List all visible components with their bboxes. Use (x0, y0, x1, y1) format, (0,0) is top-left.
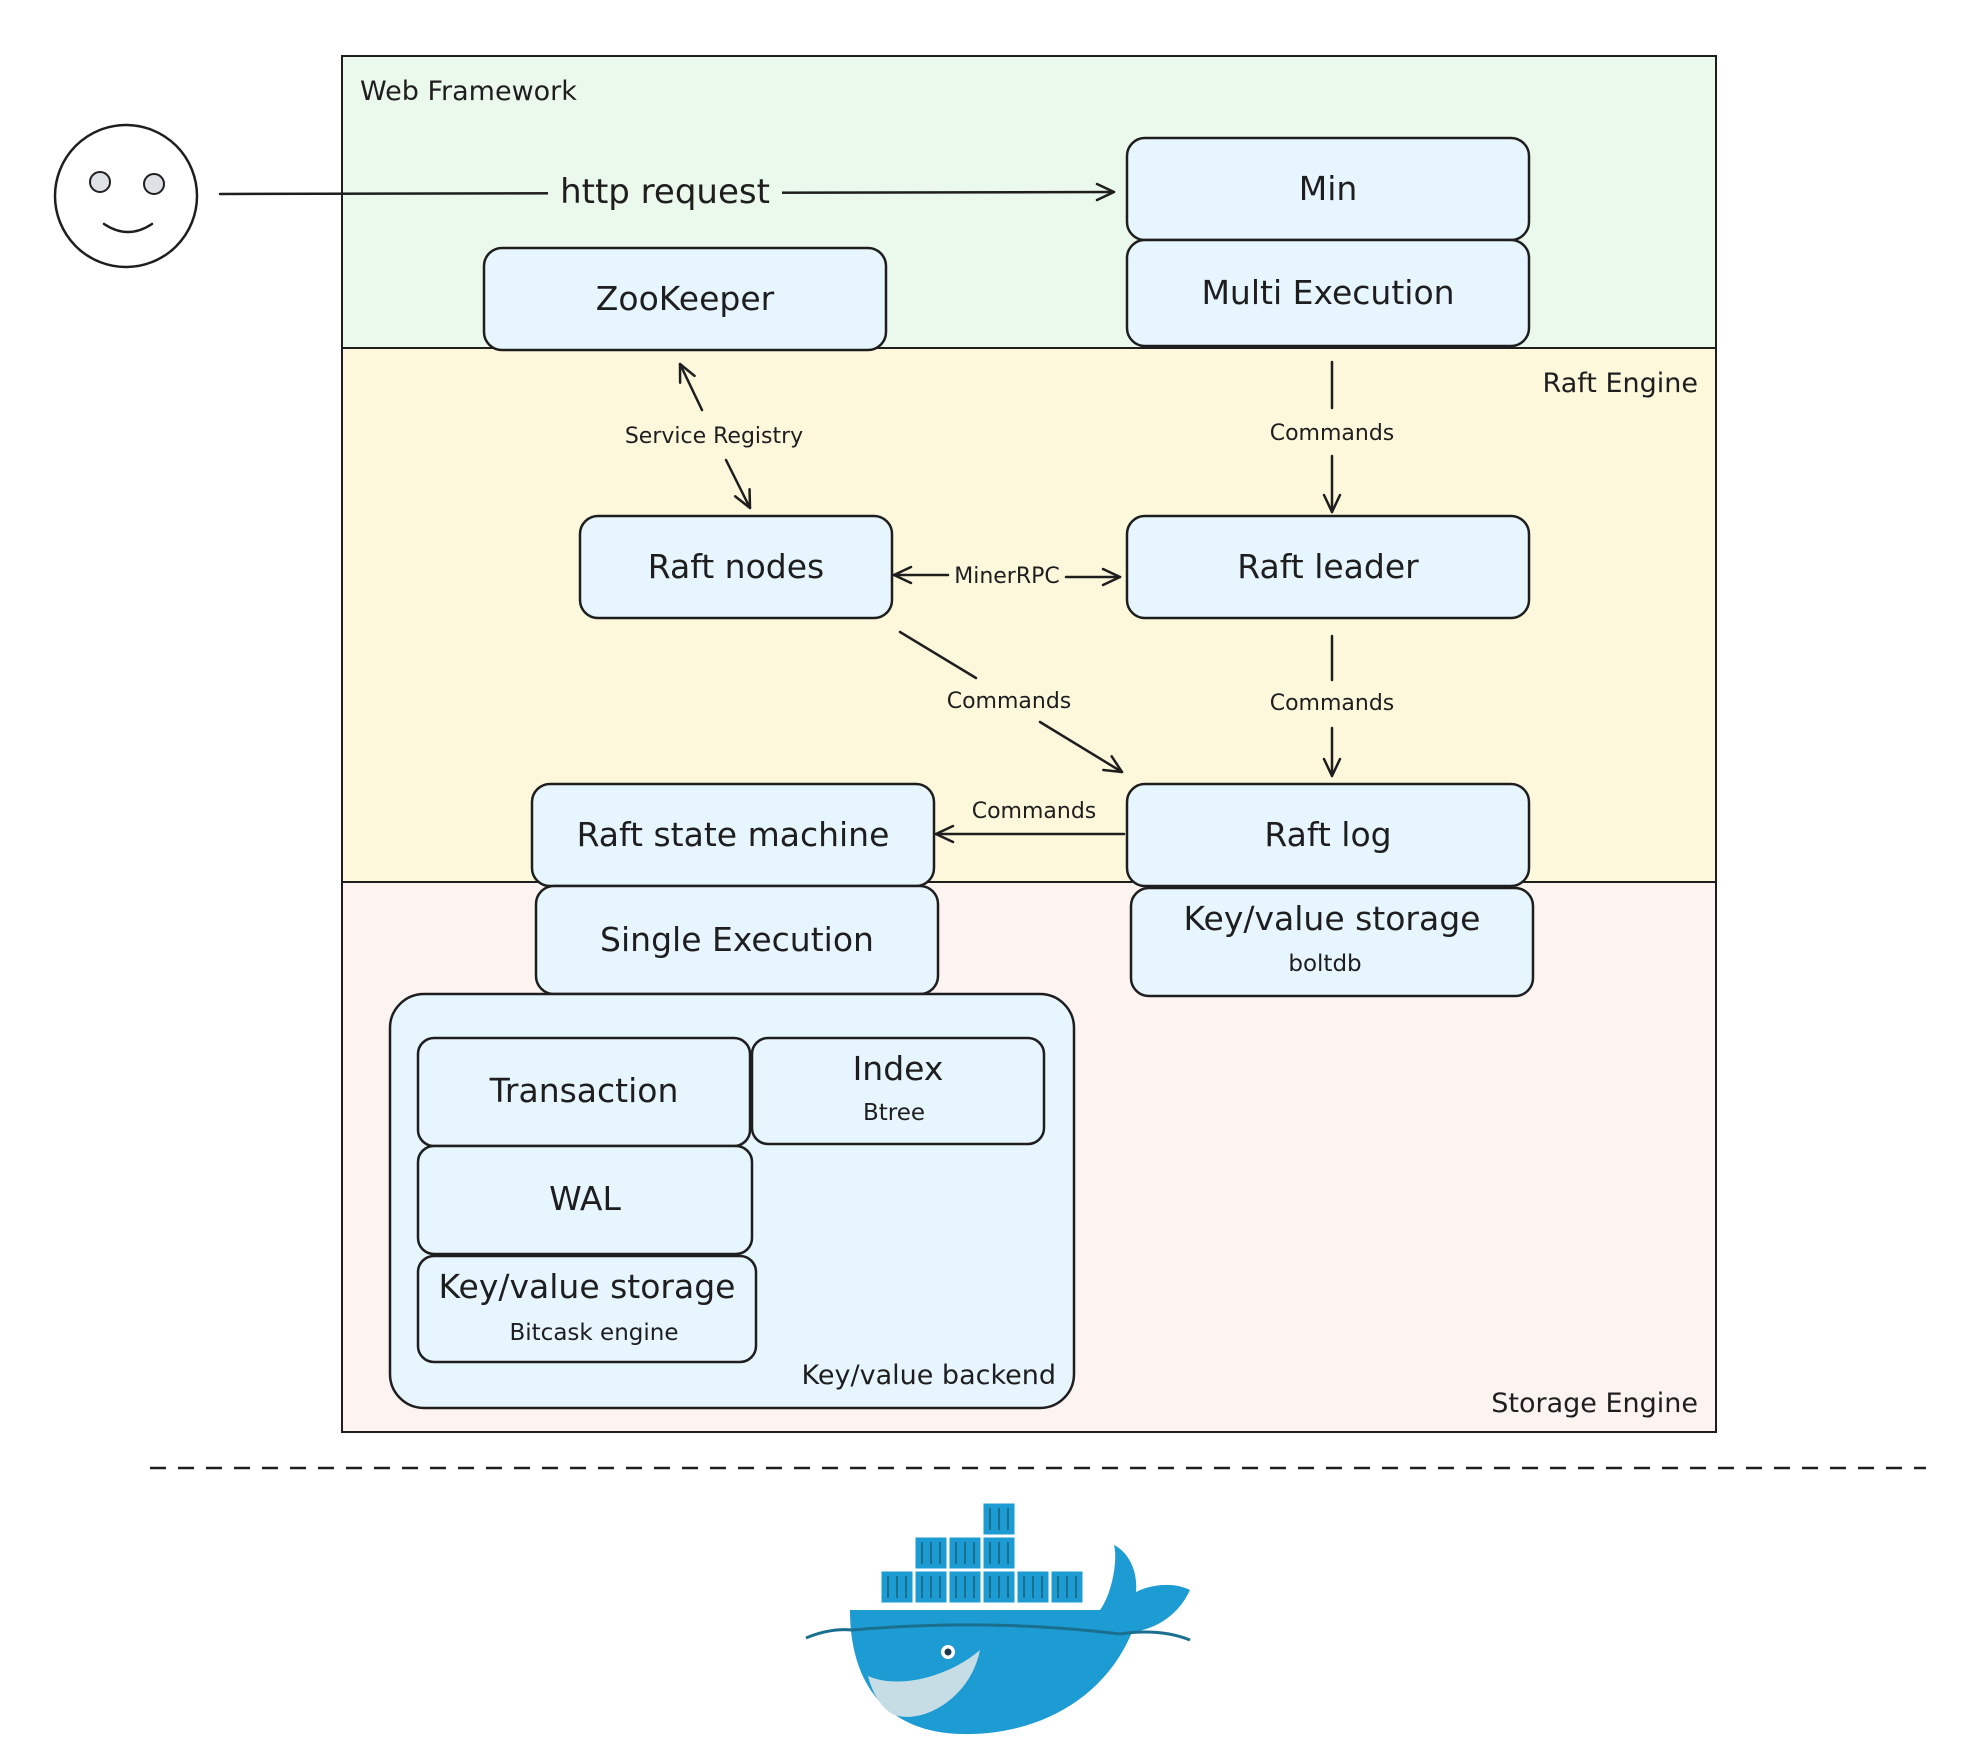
wal-node-label: WAL (549, 1179, 621, 1218)
zookeeper-node: ZooKeeper (482, 246, 888, 352)
raft-leader-node-label: Raft leader (1237, 547, 1419, 586)
kv-storage-boltdb-subtitle: boltdb (1288, 951, 1361, 977)
commands-multi-to-leader-edge: Commands (1270, 360, 1395, 514)
kv-storage-boltdb-title: Key/value storage (1184, 899, 1481, 938)
transaction-node-label: Transaction (489, 1071, 679, 1110)
user-smiley-icon (53, 123, 199, 269)
kv-backend-label: Key/value backend (802, 1360, 1056, 1391)
min-node: Min (1125, 136, 1531, 242)
kv-storage-boltdb-node: Key/value storage boltdb (1129, 886, 1535, 998)
raft-state-machine-node-label: Raft state machine (577, 815, 890, 854)
docker-whale-logo-icon (805, 1500, 1191, 1735)
commands-leader-to-log-edge: Commands (1270, 634, 1395, 778)
miner-rpc-label: MinerRPC (954, 564, 1060, 589)
commands-nodes-to-log-label: Commands (947, 689, 1072, 714)
wal-node: WAL (416, 1144, 754, 1256)
index-node: Index Btree (750, 1036, 1046, 1146)
commands-log-to-sm-edge: Commands (934, 799, 1126, 844)
index-node-subtitle: Btree (863, 1100, 925, 1126)
zookeeper-node-label: ZooKeeper (596, 279, 775, 318)
service-registry-label: Service Registry (625, 424, 803, 449)
raft-engine-zone-label: Raft Engine (1543, 368, 1698, 399)
kv-storage-bitcask-node: Key/value storage Bitcask engine (416, 1254, 758, 1364)
storage-engine-zone-label: Storage Engine (1491, 1388, 1698, 1419)
single-execution-node-label: Single Execution (600, 920, 874, 959)
transaction-node: Transaction (416, 1036, 752, 1148)
raft-nodes-node: Raft nodes (578, 514, 894, 620)
kv-storage-bitcask-title: Key/value storage (439, 1267, 736, 1306)
service-registry-edge: Service Registry (625, 362, 803, 510)
commands-log-to-sm-label: Commands (972, 799, 1097, 824)
http-request-edge: http request (218, 172, 1116, 214)
raft-log-node-label: Raft log (1264, 815, 1391, 854)
http-request-label: http request (560, 172, 770, 212)
web-framework-zone-label: Web Framework (360, 76, 577, 107)
index-node-title: Index (853, 1049, 944, 1088)
min-node-label: Min (1299, 169, 1358, 208)
raft-log-node: Raft log (1125, 782, 1531, 888)
commands-nodes-to-log-edge: Commands (898, 630, 1124, 774)
multi-execution-node-label: Multi Execution (1201, 273, 1454, 312)
raft-leader-node: Raft leader (1125, 514, 1531, 620)
single-execution-node: Single Execution (534, 884, 940, 996)
commands-leader-to-log-label: Commands (1270, 691, 1395, 716)
kv-storage-bitcask-subtitle: Bitcask engine (510, 1320, 679, 1346)
raft-state-machine-node: Raft state machine (530, 782, 936, 888)
commands-multi-to-leader-label: Commands (1270, 421, 1395, 446)
raft-nodes-node-label: Raft nodes (648, 547, 824, 586)
multi-execution-node: Multi Execution (1125, 238, 1531, 348)
miner-rpc-edge: MinerRPC (892, 564, 1122, 589)
